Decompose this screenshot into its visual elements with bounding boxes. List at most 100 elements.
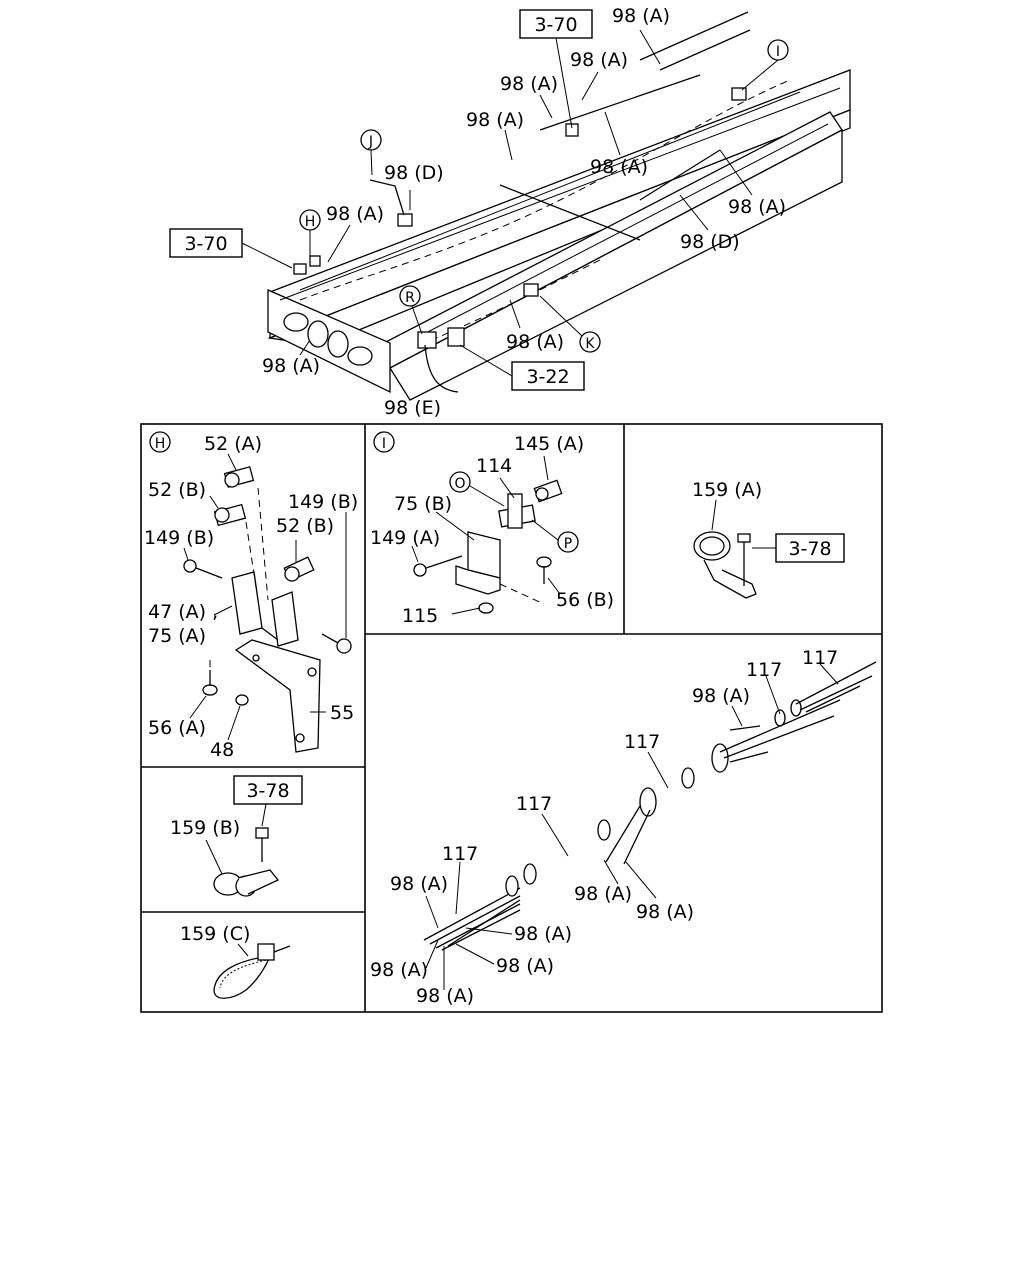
label-98a-h7: 98 (A)	[370, 959, 428, 981]
tee-fitting-114	[498, 493, 536, 529]
label-117-a: 117	[624, 731, 660, 753]
svg-text:I: I	[776, 44, 780, 60]
svg-text:H: H	[155, 436, 166, 452]
fitting-52b-upper	[213, 503, 247, 527]
label-145a: 145 (A)	[514, 433, 584, 455]
fitting-52b-lower	[283, 556, 315, 582]
callout-circle-k: K	[579, 331, 601, 353]
svg-text:3-78: 3-78	[788, 538, 831, 560]
label-98a-h3: 98 (A)	[574, 883, 632, 905]
plate-55	[234, 639, 321, 753]
label-98a-h2: 98 (A)	[390, 873, 448, 895]
clamp-159b	[213, 827, 280, 897]
svg-text:I: I	[382, 436, 386, 452]
ref-box-3-70-top[interactable]: 3-70	[519, 9, 593, 39]
label-159b: 159 (B)	[170, 817, 240, 839]
svg-text:O: O	[454, 476, 465, 492]
label-98a-h4: 98 (A)	[636, 901, 694, 923]
fitting-52a	[223, 466, 255, 488]
panel-i-title: I	[373, 431, 395, 453]
bolt-56a	[202, 670, 218, 696]
label-117-c: 117	[442, 843, 478, 865]
bolt-149b-left	[183, 559, 223, 579]
label-159a: 159 (A)	[692, 479, 762, 501]
svg-text:3-22: 3-22	[526, 366, 569, 388]
panel-159a: 159 (A) 3-78	[692, 479, 845, 599]
label-98a-6: 98 (A)	[728, 196, 786, 218]
label-149a: 149 (A)	[370, 527, 440, 549]
label-98d-2: 98 (D)	[680, 231, 740, 253]
svg-text:R: R	[405, 290, 415, 306]
bolt-56b	[536, 556, 552, 584]
svg-text:P: P	[564, 536, 572, 552]
nut-48	[235, 694, 249, 706]
callout-circle-i: I	[767, 39, 789, 61]
label-52a: 52 (A)	[204, 433, 262, 455]
label-98a-h1: 98 (A)	[692, 685, 750, 707]
main-leader-lines	[241, 29, 779, 377]
panel-harness: 117 117 117 117 117 98 (A) 98 (A) 98 (A)…	[370, 647, 877, 1007]
panel-h-title: H	[149, 431, 171, 453]
label-98e-1: 98 (E)	[384, 397, 441, 419]
label-117-d: 117	[746, 659, 782, 681]
label-98d-1: 98 (D)	[384, 162, 444, 184]
clamp-159a	[693, 531, 757, 599]
bracket-47a	[231, 571, 263, 635]
label-117-b: 117	[516, 793, 552, 815]
label-75b: 75 (B)	[394, 493, 452, 515]
svg-text:H: H	[305, 214, 316, 230]
ref-box-3-70-left[interactable]: 3-70	[169, 228, 243, 258]
label-115: 115	[402, 605, 438, 627]
label-98a-4: 98 (A)	[466, 109, 524, 131]
label-56b: 56 (B)	[556, 589, 614, 611]
tie-band-159c	[213, 943, 291, 999]
svg-text:K: K	[585, 336, 595, 352]
label-52b-upper: 52 (B)	[148, 479, 206, 501]
bolt-149b-right	[321, 633, 352, 654]
panel-159b: 3-78 159 (B)	[170, 775, 303, 897]
label-159c: 159 (C)	[180, 923, 250, 945]
svg-text:J: J	[368, 134, 373, 150]
label-98a-5: 98 (A)	[590, 156, 648, 178]
label-149b-left: 149 (B)	[144, 527, 214, 549]
label-56a: 56 (A)	[148, 717, 206, 739]
label-98a-3: 98 (A)	[500, 73, 558, 95]
label-114: 114	[476, 455, 512, 477]
rear-cross-member	[267, 289, 391, 394]
wire-harness	[423, 661, 877, 951]
label-75a: 75 (A)	[148, 625, 206, 647]
ref-box-3-22[interactable]: 3-22	[511, 361, 585, 391]
label-48: 48	[210, 739, 234, 761]
callout-circle-o: O	[449, 471, 471, 493]
callout-circle-j: J	[360, 129, 382, 151]
panel-i: I O	[370, 431, 614, 627]
label-98a-8: 98 (A)	[262, 355, 320, 377]
ref-box-3-78-b[interactable]: 3-78	[233, 775, 303, 805]
chassis-frame-view	[267, 11, 851, 401]
label-98a-h5: 98 (A)	[514, 923, 572, 945]
label-47a: 47 (A) ,	[148, 601, 218, 623]
panel-159c: 159 (C)	[180, 923, 291, 999]
label-98a-2: 98 (A)	[570, 49, 628, 71]
svg-text:3-78: 3-78	[246, 780, 289, 802]
label-98a-7: 98 (A)	[326, 203, 384, 225]
label-98a-1: 98 (A)	[612, 5, 670, 27]
label-117-e: 117	[802, 647, 838, 669]
label-98a-9: 98 (A)	[506, 331, 564, 353]
label-149b-right: 149 (B)	[288, 491, 358, 513]
callout-circle-r: R	[399, 285, 421, 307]
svg-text:3-70: 3-70	[534, 14, 577, 36]
panel-h: H	[144, 431, 358, 761]
callout-circle-p: P	[557, 531, 579, 553]
callout-circle-h: H	[299, 209, 321, 231]
detail-panels-frame	[140, 423, 883, 1013]
label-55: 55	[330, 702, 354, 724]
bolt-149a	[413, 555, 463, 577]
connector-145a	[533, 479, 563, 503]
label-98a-h6: 98 (A)	[496, 955, 554, 977]
svg-text:3-70: 3-70	[184, 233, 227, 255]
ref-box-3-78-a[interactable]: 3-78	[775, 533, 845, 563]
label-98a-h8: 98 (A)	[416, 985, 474, 1007]
nut-115	[478, 602, 494, 614]
